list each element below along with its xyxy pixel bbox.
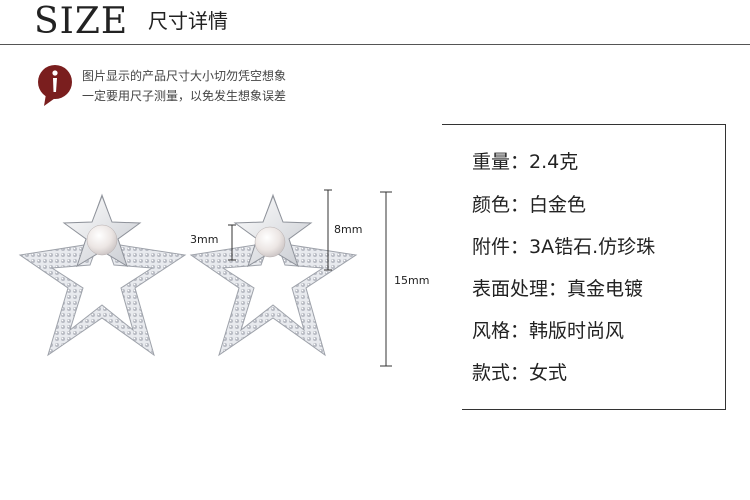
spec-row-accessories: 附件：3A锆石.仿珍珠 <box>472 234 655 260</box>
size-notice: 图片显示的产品尺寸大小切勿凭空想象 一定要用尺子测量，以免发生想象误差 <box>36 64 376 110</box>
spec-box-top-extension <box>442 124 464 125</box>
spec-label: 款式 <box>472 362 511 384</box>
spec-value: 白金色 <box>529 194 587 216</box>
spec-separator: ： <box>510 320 530 342</box>
spec-value: 女式 <box>529 362 568 384</box>
spec-label: 风格 <box>472 320 511 342</box>
size-subtitle: 尺寸详情 <box>148 9 228 33</box>
spec-row-type: 款式：女式 <box>472 360 567 386</box>
notice-line-1: 图片显示的产品尺寸大小切勿凭空想象 <box>82 69 287 83</box>
info-speech-bubble-icon <box>36 64 76 108</box>
right-star-earring <box>189 193 358 357</box>
pearl-size-label: 3mm <box>190 233 219 246</box>
header: SIZE 尺寸详情 <box>0 0 750 46</box>
total-size-label: 15mm <box>394 274 430 287</box>
spec-value: 真金电镀 <box>567 278 644 300</box>
spec-separator: ： <box>548 278 568 300</box>
spec-row-surface: 表面处理：真金电镀 <box>472 276 643 302</box>
spec-value: 2.4克 <box>529 151 579 173</box>
size-title: SIZE <box>34 1 129 42</box>
spec-separator: ： <box>510 236 530 258</box>
left-star-earring <box>18 193 187 357</box>
header-divider <box>0 44 750 45</box>
spec-label: 附件 <box>472 236 511 258</box>
spec-label: 颜色 <box>472 194 511 216</box>
product-image: 3mm 8mm 15mm <box>0 170 440 400</box>
spec-separator: ： <box>510 362 530 384</box>
spec-label: 表面处理 <box>472 278 549 300</box>
spec-value: 3A锆石.仿珍珠 <box>529 236 656 258</box>
spec-row-color: 颜色：白金色 <box>472 192 586 218</box>
spec-row-style: 风格：韩版时尚风 <box>472 318 624 344</box>
spec-label: 重量 <box>472 151 511 173</box>
spec-row-weight: 重量：2.4克 <box>472 149 578 175</box>
inner-star-size-label: 8mm <box>334 223 363 236</box>
spec-value: 韩版时尚风 <box>529 320 625 342</box>
spec-box: 重量：2.4克 颜色：白金色 附件：3A锆石.仿珍珠 表面处理：真金电镀 风格：… <box>462 124 726 410</box>
dimension-lines <box>228 189 392 367</box>
spec-separator: ： <box>510 194 530 216</box>
notice-line-2: 一定要用尺子测量，以免发生想象误差 <box>82 89 287 103</box>
spec-separator: ： <box>510 151 530 173</box>
star-earrings-illustration <box>18 189 392 367</box>
